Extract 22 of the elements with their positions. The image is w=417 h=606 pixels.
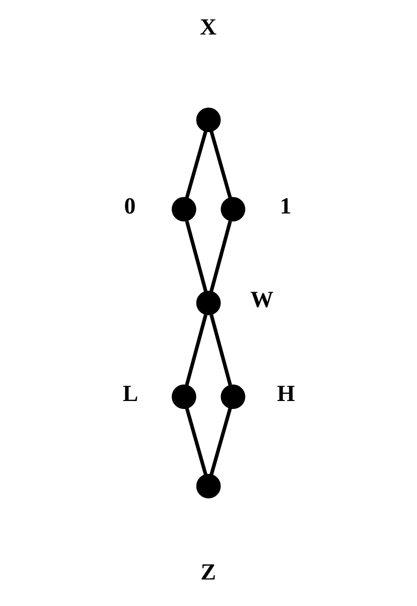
node-circle bbox=[196, 290, 221, 316]
connector bbox=[210, 220, 232, 292]
connector bbox=[210, 130, 232, 198]
node-circle bbox=[220, 197, 246, 222]
node-circle bbox=[172, 197, 196, 222]
node-circle bbox=[196, 474, 221, 498]
connector bbox=[185, 130, 208, 198]
node-circle bbox=[196, 108, 221, 132]
node-label: H bbox=[276, 380, 295, 406]
connector bbox=[185, 408, 208, 476]
connector bbox=[210, 408, 232, 476]
node-circle bbox=[172, 384, 196, 409]
node-label: L bbox=[122, 380, 138, 406]
node-circle bbox=[220, 384, 246, 409]
connector bbox=[210, 314, 232, 386]
node-label: X bbox=[200, 13, 217, 40]
node-label: W bbox=[250, 286, 274, 312]
node-label: Z bbox=[200, 558, 216, 585]
connector bbox=[185, 220, 208, 292]
node-label: 0 bbox=[124, 192, 136, 218]
connector bbox=[185, 314, 208, 386]
node-label: 1 bbox=[280, 192, 292, 218]
